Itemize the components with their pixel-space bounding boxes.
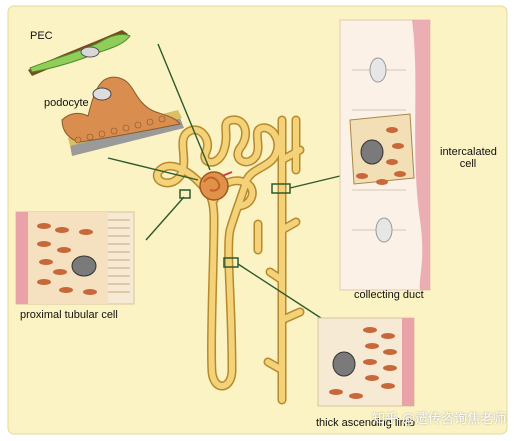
label-intercalated-line1: intercalated: [440, 146, 497, 158]
label-intercalated-cell: intercalated cell: [440, 146, 497, 170]
marker-box-collecting: [271, 183, 291, 194]
podocyte-illustration: [61, 76, 184, 156]
watermark: 知乎 @遗传咨询焦老师: [372, 412, 507, 427]
label-intercalated-line2: cell: [459, 158, 477, 170]
glomerulus: [199, 171, 233, 201]
leader-lines: [107, 43, 341, 321]
label-collecting-duct: collecting duct: [354, 289, 424, 301]
label-thick-ascending-limb: thick ascending limb: [316, 417, 416, 429]
label-proximal-tubular-cell: proximal tubular cell: [20, 309, 118, 321]
label-podocyte: podocyte: [44, 97, 89, 109]
marker-box-proximal: [179, 189, 191, 199]
proximal-cell-panel: [15, 211, 135, 305]
marker-box-thick-limb: [223, 257, 239, 268]
collecting-duct-panel: [339, 19, 431, 291]
pec-cell-illustration: [28, 30, 131, 76]
thick-limb-panel: [317, 317, 415, 407]
label-pec: PEC: [30, 30, 53, 42]
